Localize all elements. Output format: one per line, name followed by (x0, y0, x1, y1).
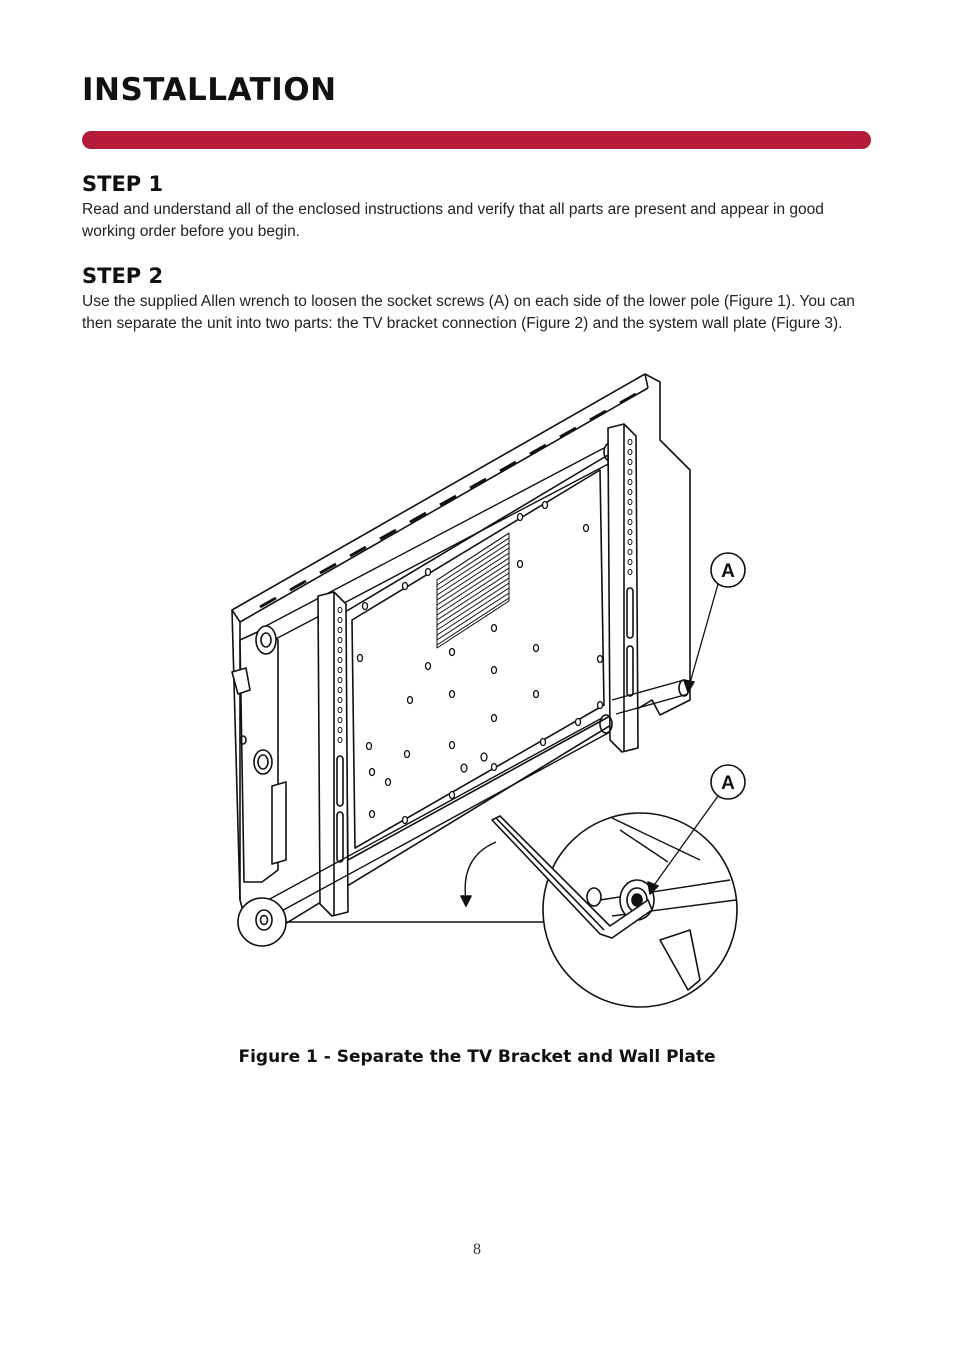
allen-wrench-icon (491, 815, 653, 939)
step-1-text: Read and understand all of the enclosed … (82, 201, 824, 240)
page-title: INSTALLATION (82, 72, 337, 108)
callout-a-lower: A (710, 764, 746, 800)
step-1-heading: STEP 1 (82, 172, 164, 196)
title-divider-bar (82, 131, 871, 149)
step-2-heading: STEP 2 (82, 264, 164, 288)
detail-source-circle (237, 897, 560, 947)
right-vertical-rail (607, 423, 639, 753)
page-number: 8 (473, 1241, 481, 1258)
step-2-text: Use the supplied Allen wrench to loosen … (82, 293, 855, 332)
left-vertical-rail (317, 591, 349, 917)
figure-1-illustration: A A (222, 360, 762, 1030)
callout-leaders (647, 583, 719, 895)
callout-a-lower-label: A (721, 773, 735, 794)
rotation-arrow-icon (460, 841, 497, 907)
lower-pole (267, 679, 690, 915)
left-side-bracket (231, 625, 287, 883)
callout-a-upper: A (710, 552, 746, 588)
callout-a-upper-label: A (721, 561, 735, 582)
figure-caption: Figure 1 - Separate the TV Bracket and W… (238, 1047, 716, 1067)
